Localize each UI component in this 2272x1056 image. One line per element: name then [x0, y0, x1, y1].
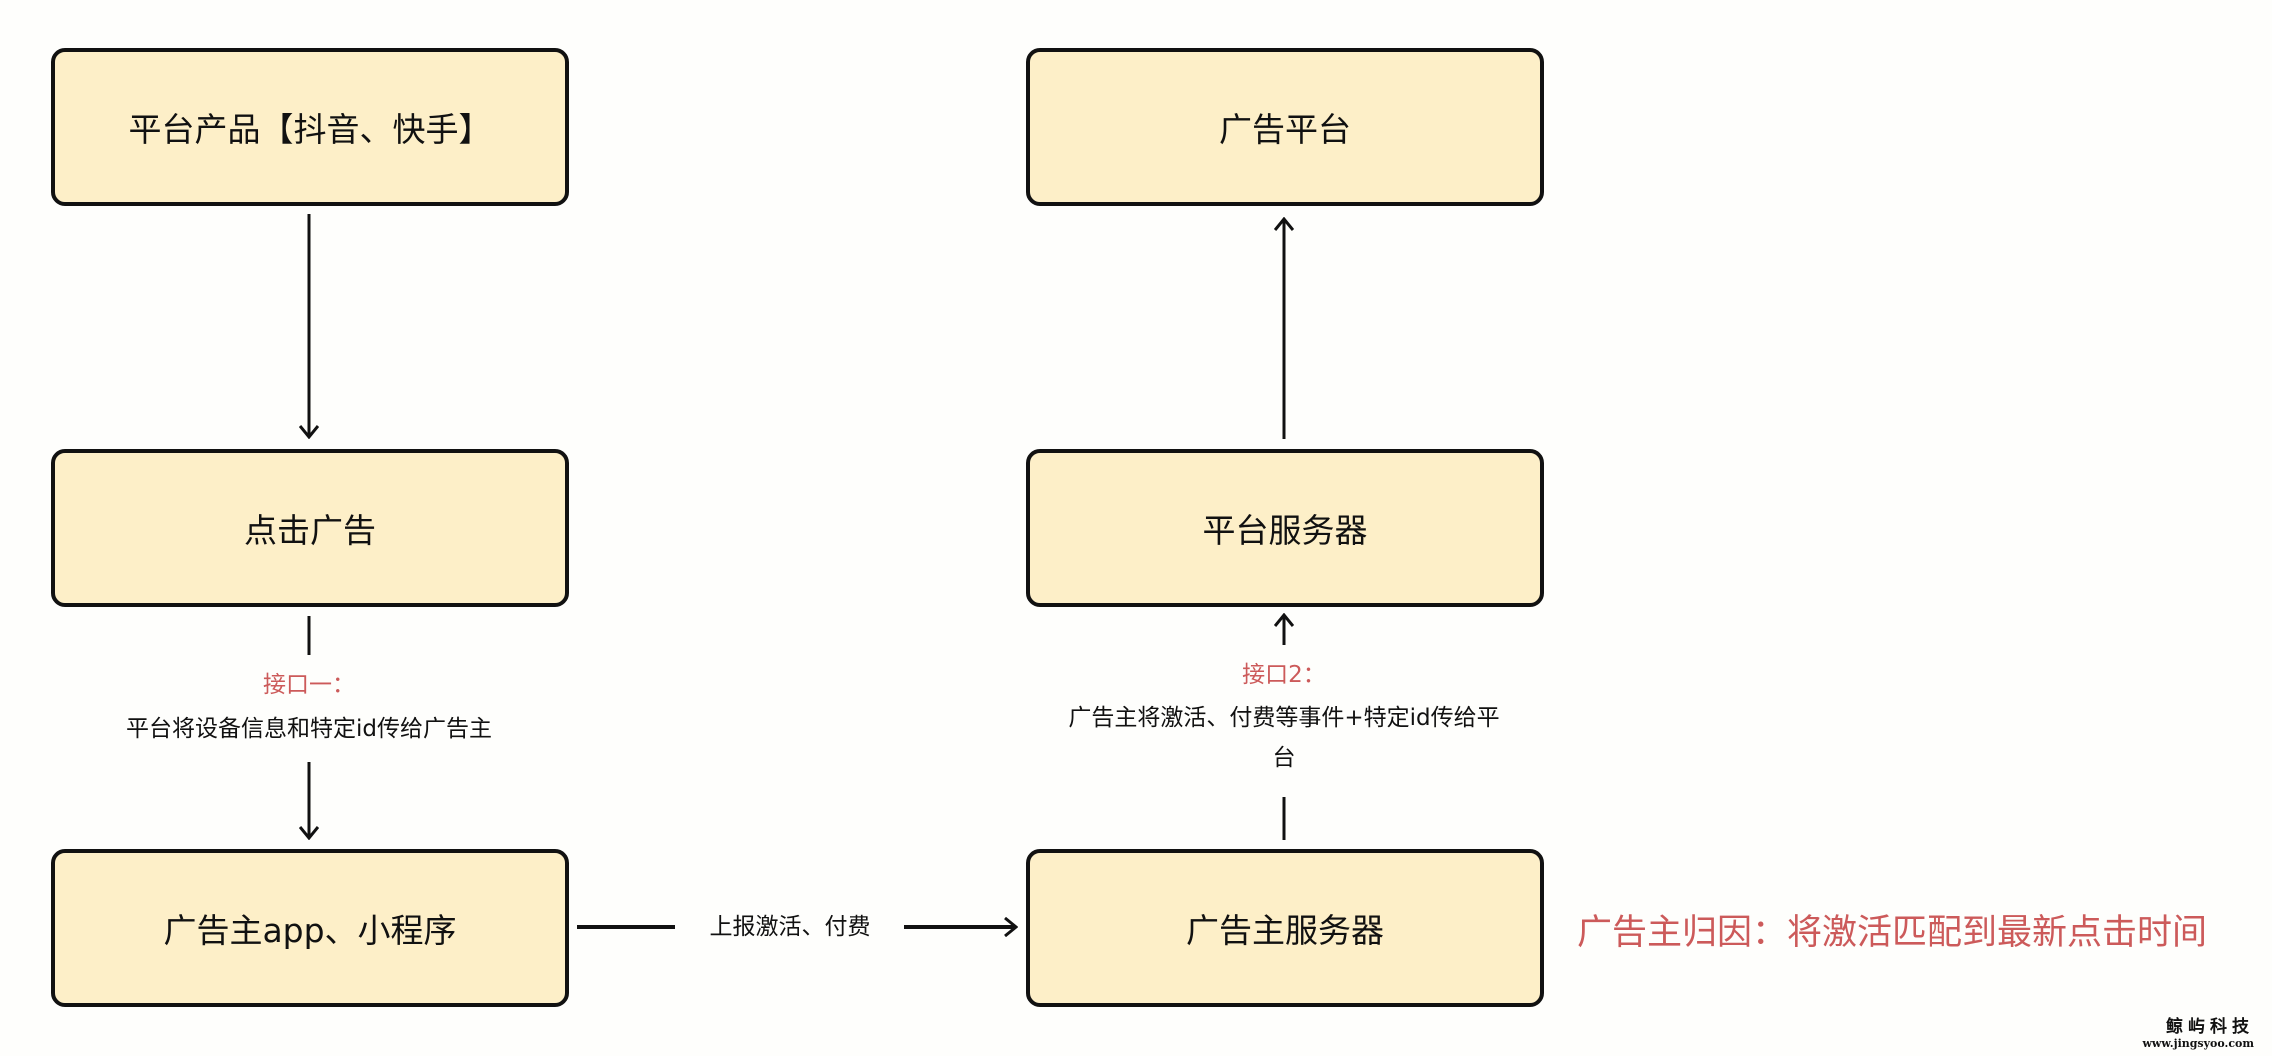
brand-logo: 鲸屿科技 www.jingsyoo.com — [2142, 1012, 2254, 1050]
node-platform-product: 平台产品【抖音、快手】 — [51, 48, 569, 206]
report-label: 上报激活、付费 — [682, 912, 898, 942]
interface2-label: 接口2： 广告主将激活、付费等事件+特定id传给平 台 — [1004, 660, 1564, 773]
node-ad-platform: 广告平台 — [1026, 48, 1544, 206]
interface2-title: 接口2： — [1242, 662, 1326, 688]
interface1-label: 接口一： 平台将设备信息和特定id传给广告主 — [59, 670, 559, 744]
interface1-title: 接口一： — [263, 672, 355, 698]
interface1-desc: 平台将设备信息和特定id传给广告主 — [126, 716, 492, 742]
node-advertiser-app: 广告主app、小程序 — [51, 849, 569, 1007]
brand-url: www.jingsyoo.com — [2142, 1037, 2254, 1050]
interface2-desc-line1: 广告主将激活、付费等事件+特定id传给平 — [1068, 705, 1500, 731]
node-advertiser-server: 广告主服务器 — [1026, 849, 1544, 1007]
attribution-note: 广告主归因：将激活匹配到最新点击时间 — [1577, 913, 2208, 953]
node-click-ad: 点击广告 — [51, 449, 569, 607]
brand-name: 鲸屿科技 — [2166, 1017, 2254, 1037]
node-platform-server: 平台服务器 — [1026, 449, 1544, 607]
interface2-desc-line2: 台 — [1272, 745, 1296, 771]
